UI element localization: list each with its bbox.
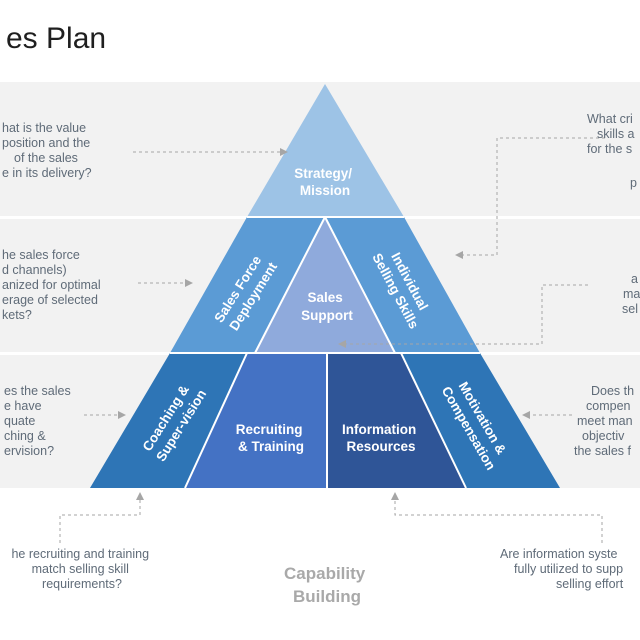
label-sales-support: Sales Support — [301, 290, 353, 323]
question-selling-skills: a ma sel — [622, 272, 640, 316]
segment-individual-selling-skills — [325, 217, 480, 353]
segment-motivation-compensation — [401, 353, 560, 488]
capability-building-caption: Capability Building — [284, 564, 370, 606]
label-strategy-mission: Strategy/ Mission — [294, 166, 356, 198]
question-critical-skills: What cri skills a for the s p — [587, 112, 638, 190]
question-sales-force-organized: he sales force d channels) anized for op… — [2, 248, 104, 322]
segment-sales-support — [255, 217, 395, 353]
segment-coaching-supervision — [90, 353, 247, 488]
question-coaching-supervision: es the sales e have quate ching & ervisi… — [4, 384, 74, 458]
question-information-systems: Are information syste fully utilized to … — [500, 547, 627, 591]
slide-title: es Plan — [6, 22, 107, 55]
segment-sales-force-deployment — [170, 217, 325, 353]
label-information-resources: Information Resources — [342, 422, 420, 454]
segment-recruiting-training — [185, 353, 327, 488]
question-value-proposition: hat is the value position and the of the… — [2, 121, 94, 180]
segment-strategy-mission — [247, 84, 404, 217]
question-compensation: Does th compen meet man objectiv the sal… — [574, 384, 638, 458]
question-recruiting-training: he recruiting and training match selling… — [11, 547, 152, 591]
connector-arrowheads — [118, 148, 530, 500]
connector-lines — [59, 137, 605, 543]
segment-dividers — [170, 216, 480, 489]
label-recruiting-training: Recruiting & Training — [236, 422, 307, 454]
segment-information-resources — [327, 353, 466, 488]
